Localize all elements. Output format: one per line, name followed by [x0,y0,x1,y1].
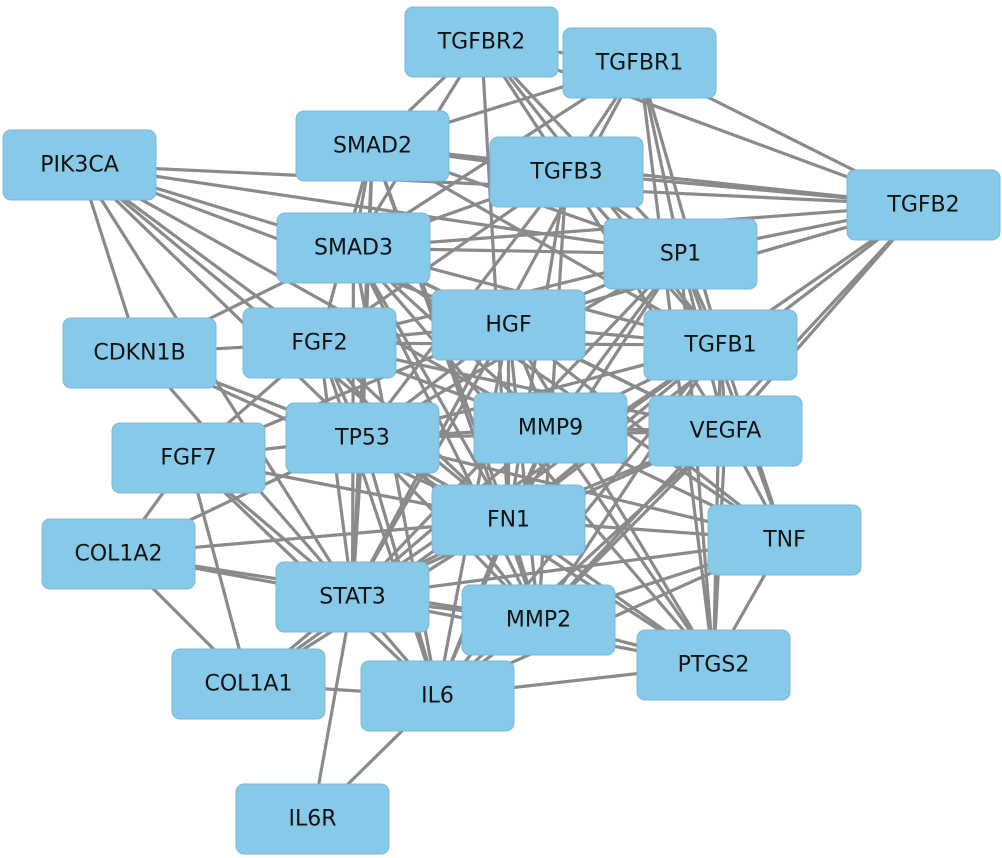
node-label: TP53 [334,426,390,451]
node-label: IL6 [421,684,454,709]
node-box [360,660,515,732]
node-label: FN1 [487,508,530,533]
node-fn1[interactable]: FN1 [431,484,586,556]
node-tgfb3[interactable]: TGFB3 [489,136,644,208]
node-tgfbr2[interactable]: TGFBR2 [404,6,559,78]
node-box [295,110,450,182]
node-label: TNF [762,528,806,553]
edge-mmp9-ptgs2 [548,426,716,667]
node-tgfbr1[interactable]: TGFBR1 [562,27,717,99]
node-label: MMP9 [518,416,583,441]
node-mmp2[interactable]: MMP2 [461,584,616,656]
edge-tgfb1-stat3 [350,343,723,599]
node-box [562,27,717,99]
node-tgfb1[interactable]: TGFB1 [643,309,798,381]
node-hgf[interactable]: HGF [431,289,586,361]
node-label: CDKN1B [93,341,185,366]
node-box [276,212,431,284]
edge-tgfbr1-tgfb1 [637,61,723,347]
node-box [431,289,586,361]
node-label: MMP2 [506,608,571,633]
node-box [473,392,628,464]
node-cdkn1b[interactable]: CDKN1B [62,317,217,389]
node-fgf2[interactable]: FGF2 [242,307,397,379]
node-smad2[interactable]: SMAD2 [295,110,450,182]
node-label: SP1 [660,242,701,267]
node-box [404,6,559,78]
node-label: STAT3 [319,585,385,610]
node-il6r[interactable]: IL6R [235,783,390,855]
node-box [62,317,217,389]
node-fgf7[interactable]: FGF7 [111,422,266,494]
node-box [171,648,326,720]
node-label: COL1A2 [75,542,163,567]
node-box [461,584,616,656]
node-box [431,484,586,556]
node-smad3[interactable]: SMAD3 [276,212,431,284]
node-label: TGFB1 [683,333,756,358]
node-box [489,136,644,208]
node-label: COL1A1 [205,672,293,697]
node-mmp9[interactable]: MMP9 [473,392,628,464]
edge-hgf-ptgs2 [506,323,716,667]
edge-hgf-mmp2 [506,323,541,622]
node-box [275,561,430,633]
node-label: FGF7 [160,446,216,471]
edge-fgf2-il6 [317,341,440,698]
node-box [846,169,1001,241]
node-label: PTGS2 [678,653,750,678]
node-box [603,218,758,290]
node-box [648,395,803,467]
node-label: TGFB2 [886,193,959,218]
node-label: FGF2 [291,331,347,356]
node-label: IL6R [288,807,336,832]
node-ptgs2[interactable]: PTGS2 [636,629,791,701]
node-label: SMAD3 [314,236,393,261]
node-box [242,307,397,379]
node-stat3[interactable]: STAT3 [275,561,430,633]
node-box [2,129,157,201]
edge-stat3-il6r [310,595,355,821]
node-il6[interactable]: IL6 [360,660,515,732]
node-box [643,309,798,381]
node-label: VEGFA [690,419,762,444]
node-label: HGF [485,313,531,338]
edge-pik3ca-sp1 [77,163,683,256]
node-col1a2[interactable]: COL1A2 [41,518,196,590]
node-box [636,629,791,701]
node-box [285,402,440,474]
node-col1a1[interactable]: COL1A1 [171,648,326,720]
node-tgfb2[interactable]: TGFB2 [846,169,1001,241]
node-label: TGFBR1 [595,51,684,76]
node-box [111,422,266,494]
node-label: SMAD2 [333,134,412,159]
node-label: PIK3CA [40,153,119,178]
node-box [235,783,390,855]
node-vegfa[interactable]: VEGFA [648,395,803,467]
node-label: TGFBR2 [437,30,526,55]
node-label: TGFB3 [529,160,602,185]
node-pik3ca[interactable]: PIK3CA [2,129,157,201]
node-sp1[interactable]: SP1 [603,218,758,290]
node-box [707,504,862,576]
node-box [41,518,196,590]
node-tnf[interactable]: TNF [707,504,862,576]
node-tp53[interactable]: TP53 [285,402,440,474]
edge-pik3ca-tp53 [77,163,365,440]
